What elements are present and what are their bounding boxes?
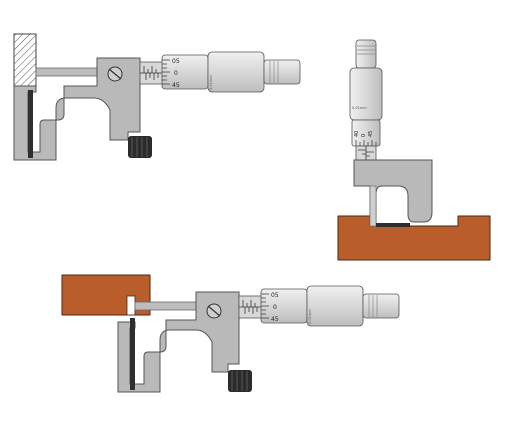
knurled-nut	[128, 136, 152, 158]
ratchet	[362, 293, 400, 319]
anvil	[28, 90, 33, 158]
mark-text: 0.01mm	[352, 106, 367, 110]
micrometer-right-vertical: 0.01mm 0 45 40	[337, 39, 491, 261]
scale-label-1: 05	[172, 58, 180, 65]
mark-text: 0.01mm	[209, 75, 213, 90]
ratchet	[263, 59, 301, 85]
knurled-nut	[228, 370, 252, 392]
spindle-rod	[369, 185, 377, 227]
frame	[117, 291, 240, 393]
mark-text: 0.01mm	[308, 309, 312, 324]
slotted-workpiece	[337, 215, 491, 261]
scale-label-3: 45	[271, 316, 279, 323]
spindle-rod	[35, 67, 99, 77]
anvil	[376, 223, 410, 227]
scale-label-3: 45	[172, 82, 180, 89]
scale-label-2: 45	[368, 131, 374, 137]
anvil	[130, 318, 135, 390]
scale-label-2: 0	[273, 304, 277, 311]
spindle-rod	[134, 301, 198, 311]
thimble-body	[207, 51, 265, 93]
scale-label-1: 05	[271, 292, 279, 299]
thimble-body	[349, 67, 383, 121]
scale-label-2: 0	[174, 70, 178, 77]
thimble-body	[306, 285, 364, 327]
micrometer-upper-left: 05 0 45 0.01mm	[13, 33, 301, 161]
scale-label-1: 0	[361, 134, 367, 137]
hatched-workpiece	[13, 33, 37, 87]
scale-label-3: 40	[354, 131, 360, 137]
micrometer-lower: 05 0 45 0.01mm	[61, 274, 400, 393]
frame	[13, 57, 141, 161]
